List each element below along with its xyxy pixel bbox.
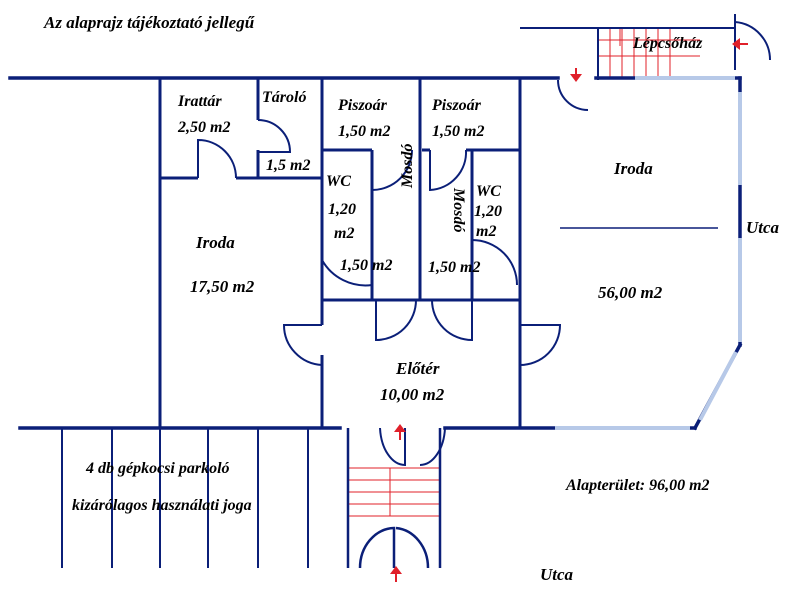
street-label-bottom: Utca (540, 565, 574, 584)
stairwell-stairs (597, 28, 700, 78)
room-urinal-left-name: Piszoár (338, 97, 387, 114)
room-urinal-left-area: 1,50 m2 (338, 123, 391, 140)
room-archive-area: 2,50 m2 (178, 119, 231, 136)
room-wc-right-area-num: 1,20 (474, 203, 502, 220)
total-area: Alapterület: 96,00 m2 (566, 477, 710, 494)
room-storage-name: Tároló (262, 89, 307, 106)
room-wc-left-area-num: 1,20 (328, 201, 356, 218)
room-wash-left-name: Mosdó (399, 143, 416, 188)
doors (197, 119, 562, 467)
entrance-walls (346, 428, 442, 569)
interior-walls (158, 78, 718, 428)
room-wc-left-area-unit: m2 (334, 225, 355, 242)
arrow-icon (390, 566, 402, 582)
room-wash-left-area: 1,50 m2 (340, 257, 393, 274)
parking-lines (61, 428, 309, 568)
room-wash-right-area: 1,50 m2 (428, 259, 481, 276)
room-archive-name: Irattár (178, 93, 222, 110)
room-office-left-name: Iroda (196, 233, 235, 252)
room-wc-left-name: WC (326, 173, 351, 190)
room-wc-right-name: WC (476, 183, 501, 200)
room-office-left-area: 17,50 m2 (190, 277, 255, 296)
arrow-icon (394, 424, 406, 440)
parking-line-1: 4 db gépkocsi parkoló (86, 460, 230, 477)
street-label-right: Utca (746, 218, 780, 237)
room-storage-area: 1,5 m2 (266, 157, 311, 174)
room-urinal-right-area: 1,50 m2 (432, 123, 485, 140)
room-office-right-name: Iroda (614, 159, 653, 178)
room-office-right-area: 56,00 m2 (598, 283, 663, 302)
windows (555, 76, 742, 430)
entrance-stairs (348, 467, 440, 517)
disclaimer-note: Az alaprajz tájékoztató jellegű (44, 13, 255, 32)
room-lobby-area: 10,00 m2 (380, 385, 445, 404)
room-lobby-name: Előtér (396, 359, 440, 378)
arrow-icon (570, 68, 582, 82)
room-wash-right-name: Mosdó (450, 188, 467, 233)
arrow-icon (732, 38, 748, 50)
room-urinal-right-name: Piszoár (432, 97, 481, 114)
room-wc-right-area-unit: m2 (476, 223, 497, 240)
stairwell-walls (520, 27, 735, 80)
stairwell-label: Lépcsőház (633, 35, 703, 52)
parking-line-2: kizárólagos használati joga (72, 497, 252, 514)
